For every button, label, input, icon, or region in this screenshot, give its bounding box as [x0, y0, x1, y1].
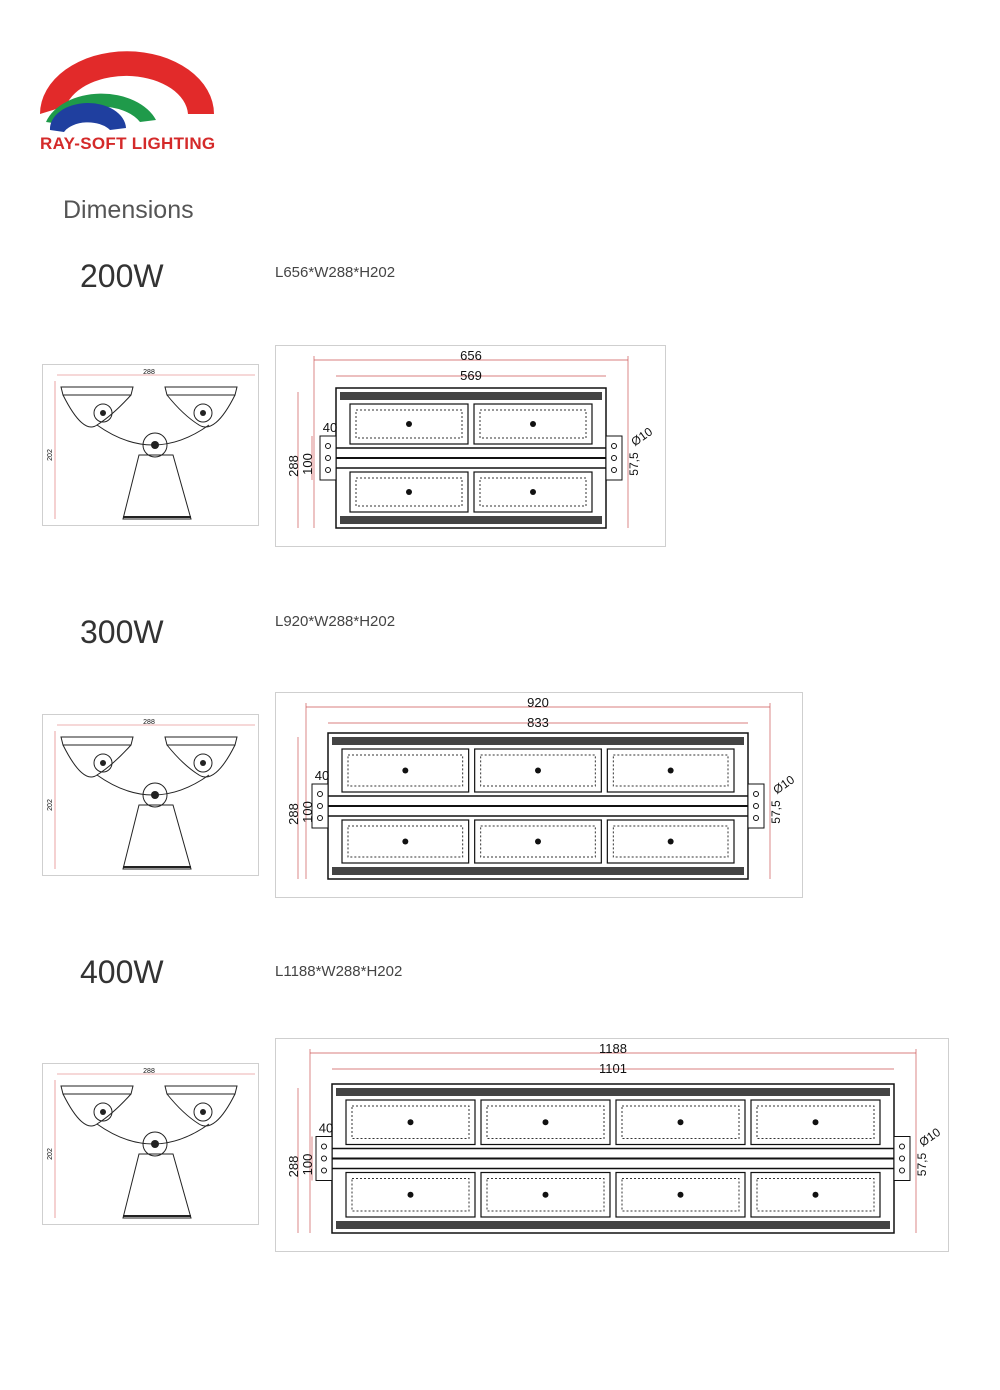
model-power-400w: 400W: [80, 954, 164, 990]
edge-label: 40: [319, 1121, 333, 1136]
led-module: [349, 403, 469, 445]
mount-label: 100: [300, 453, 315, 475]
svg-text:288: 288: [143, 719, 155, 726]
model-power-200w: 200W: [80, 258, 164, 294]
section-heading: Dimensions: [63, 196, 194, 224]
hole-label: Ø10: [916, 1125, 943, 1150]
edge-label: 40: [323, 420, 337, 435]
mount-bracket: [311, 783, 329, 829]
model-dimensions-400w: L1188*W288*H202: [275, 963, 403, 980]
brand-logo: RAY-SOFT LIGHTING: [38, 50, 218, 160]
spacing-label: 57,5: [769, 800, 783, 824]
mount-bracket: [605, 435, 623, 481]
edge-label: 40: [315, 768, 329, 783]
led-module: [349, 471, 469, 513]
width-label: 288: [286, 803, 301, 825]
width-label: 288: [286, 1156, 301, 1178]
model-power-300w: 300W: [80, 614, 164, 650]
side-view-drawing-400w: 288 202: [47, 1068, 255, 1219]
svg-text:202: 202: [47, 799, 54, 811]
side-view-300w: 288 202: [42, 714, 259, 876]
mount-bracket: [319, 435, 337, 481]
spacing-label: 57,5: [915, 1152, 929, 1176]
svg-text:288: 288: [143, 369, 155, 376]
mount-bracket: [315, 1136, 333, 1181]
side-view-200w: 288 202: [42, 364, 259, 526]
length-label: 920: [527, 695, 549, 710]
hole-label: Ø10: [770, 772, 797, 797]
mount-bracket: [747, 783, 765, 829]
length-label: 656: [460, 348, 482, 363]
svg-text:202: 202: [47, 449, 54, 461]
mount-label: 100: [300, 801, 315, 823]
svg-text:202: 202: [47, 1148, 54, 1160]
width-label: 288: [286, 455, 301, 477]
hole-label: Ø10: [628, 424, 655, 449]
rainbow-logo-icon: [40, 51, 214, 132]
inner-length-label: 1101: [599, 1061, 627, 1076]
mount-bracket: [893, 1136, 911, 1181]
spacing-label: 57,5: [627, 452, 641, 476]
model-dimensions-300w: L920*W288*H202: [275, 613, 396, 630]
side-view-400w: 288 202: [42, 1063, 259, 1225]
led-module: [615, 1099, 746, 1146]
svg-text:288: 288: [143, 1068, 155, 1075]
side-view-drawing-300w: 288 202: [47, 719, 255, 870]
length-label: 1188: [599, 1041, 627, 1056]
brand-name: RAY-SOFT LIGHTING: [40, 134, 216, 153]
mount-label: 100: [300, 1154, 315, 1176]
model-dimensions-200w: L656*W288*H202: [275, 264, 396, 281]
side-view-drawing-200w: 288 202: [47, 369, 255, 520]
inner-length-label: 569: [460, 368, 482, 383]
inner-length-label: 833: [527, 715, 549, 730]
